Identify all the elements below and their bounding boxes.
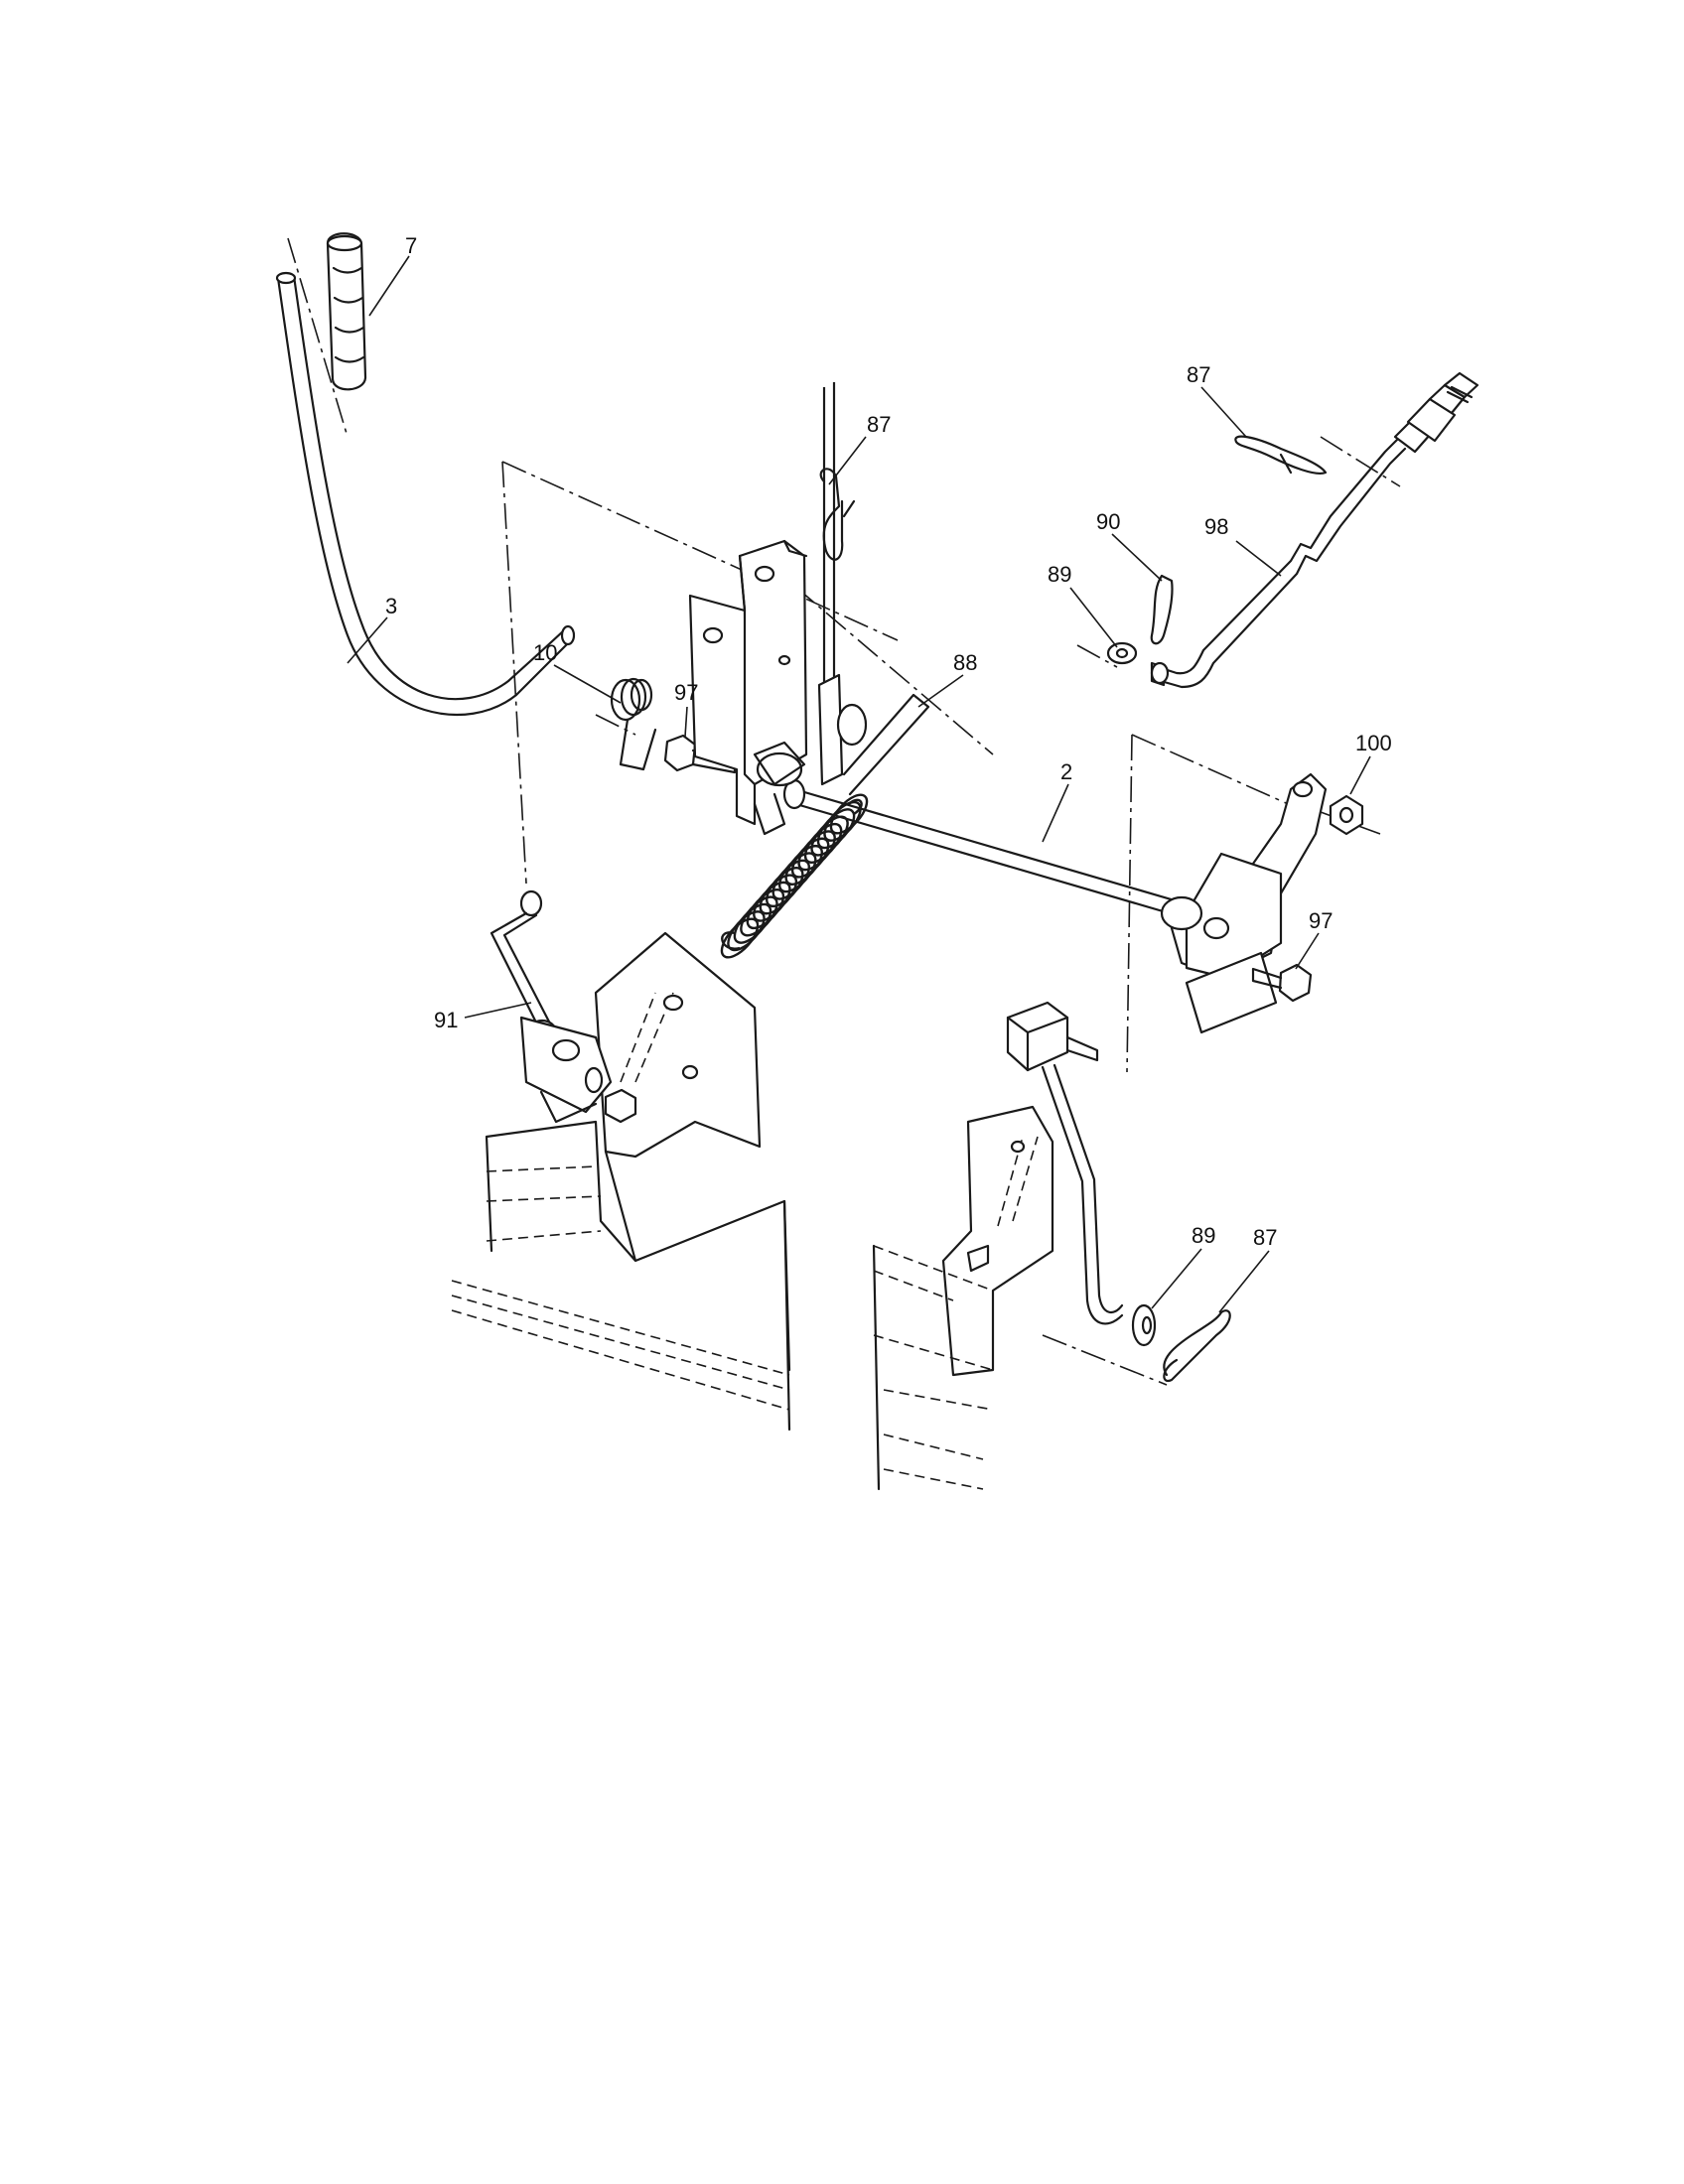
callout-97: 97 (674, 680, 698, 705)
mount-bracket (688, 382, 836, 826)
hair-pin-clip-right (1234, 435, 1328, 475)
callout-100: 100 (1355, 731, 1392, 755)
spring-bracket-hook (817, 673, 930, 796)
callout-87: 87 (1253, 1225, 1277, 1250)
callout-7: 7 (405, 233, 417, 258)
hair-pin-clip-upper (819, 468, 856, 561)
torsion-spring (610, 677, 657, 771)
right-link-rod (1006, 1001, 1124, 1325)
lift-handle-rod (275, 271, 576, 717)
cotter-pin (1150, 574, 1174, 645)
spring-coil (829, 793, 869, 835)
phantom-lines (287, 237, 1401, 1386)
extension-spring (720, 793, 869, 959)
callout-91: 91 (434, 1008, 458, 1032)
hair-pin-clip-lower (1163, 1309, 1231, 1383)
callouts: 7 3 10 97 87 88 2 91 87 90 98 89 100 97 … (385, 233, 1392, 1250)
callout-89: 89 (1048, 562, 1071, 587)
washer-upper (1106, 641, 1138, 665)
callout-87: 87 (867, 412, 891, 437)
callout-88: 88 (953, 650, 977, 675)
leader-lines (347, 255, 1371, 1313)
bolt-right (1251, 963, 1313, 1003)
left-deck-bracket (451, 931, 791, 1432)
callout-89: 89 (1192, 1223, 1215, 1248)
callout-90: 90 (1096, 509, 1120, 534)
callout-98: 98 (1204, 514, 1228, 539)
washer-lower (1131, 1303, 1157, 1347)
right-deck-bracket (872, 1105, 1054, 1491)
callout-3: 3 (385, 594, 397, 618)
callout-87: 87 (1187, 362, 1210, 387)
callout-2: 2 (1060, 759, 1072, 784)
callout-10: 10 (533, 640, 557, 665)
callout-97: 97 (1309, 908, 1333, 933)
hex-nut (1329, 794, 1364, 836)
adjust-rod (1150, 371, 1479, 689)
right-lift-arm (1160, 772, 1328, 1034)
handle-grip (326, 232, 367, 391)
